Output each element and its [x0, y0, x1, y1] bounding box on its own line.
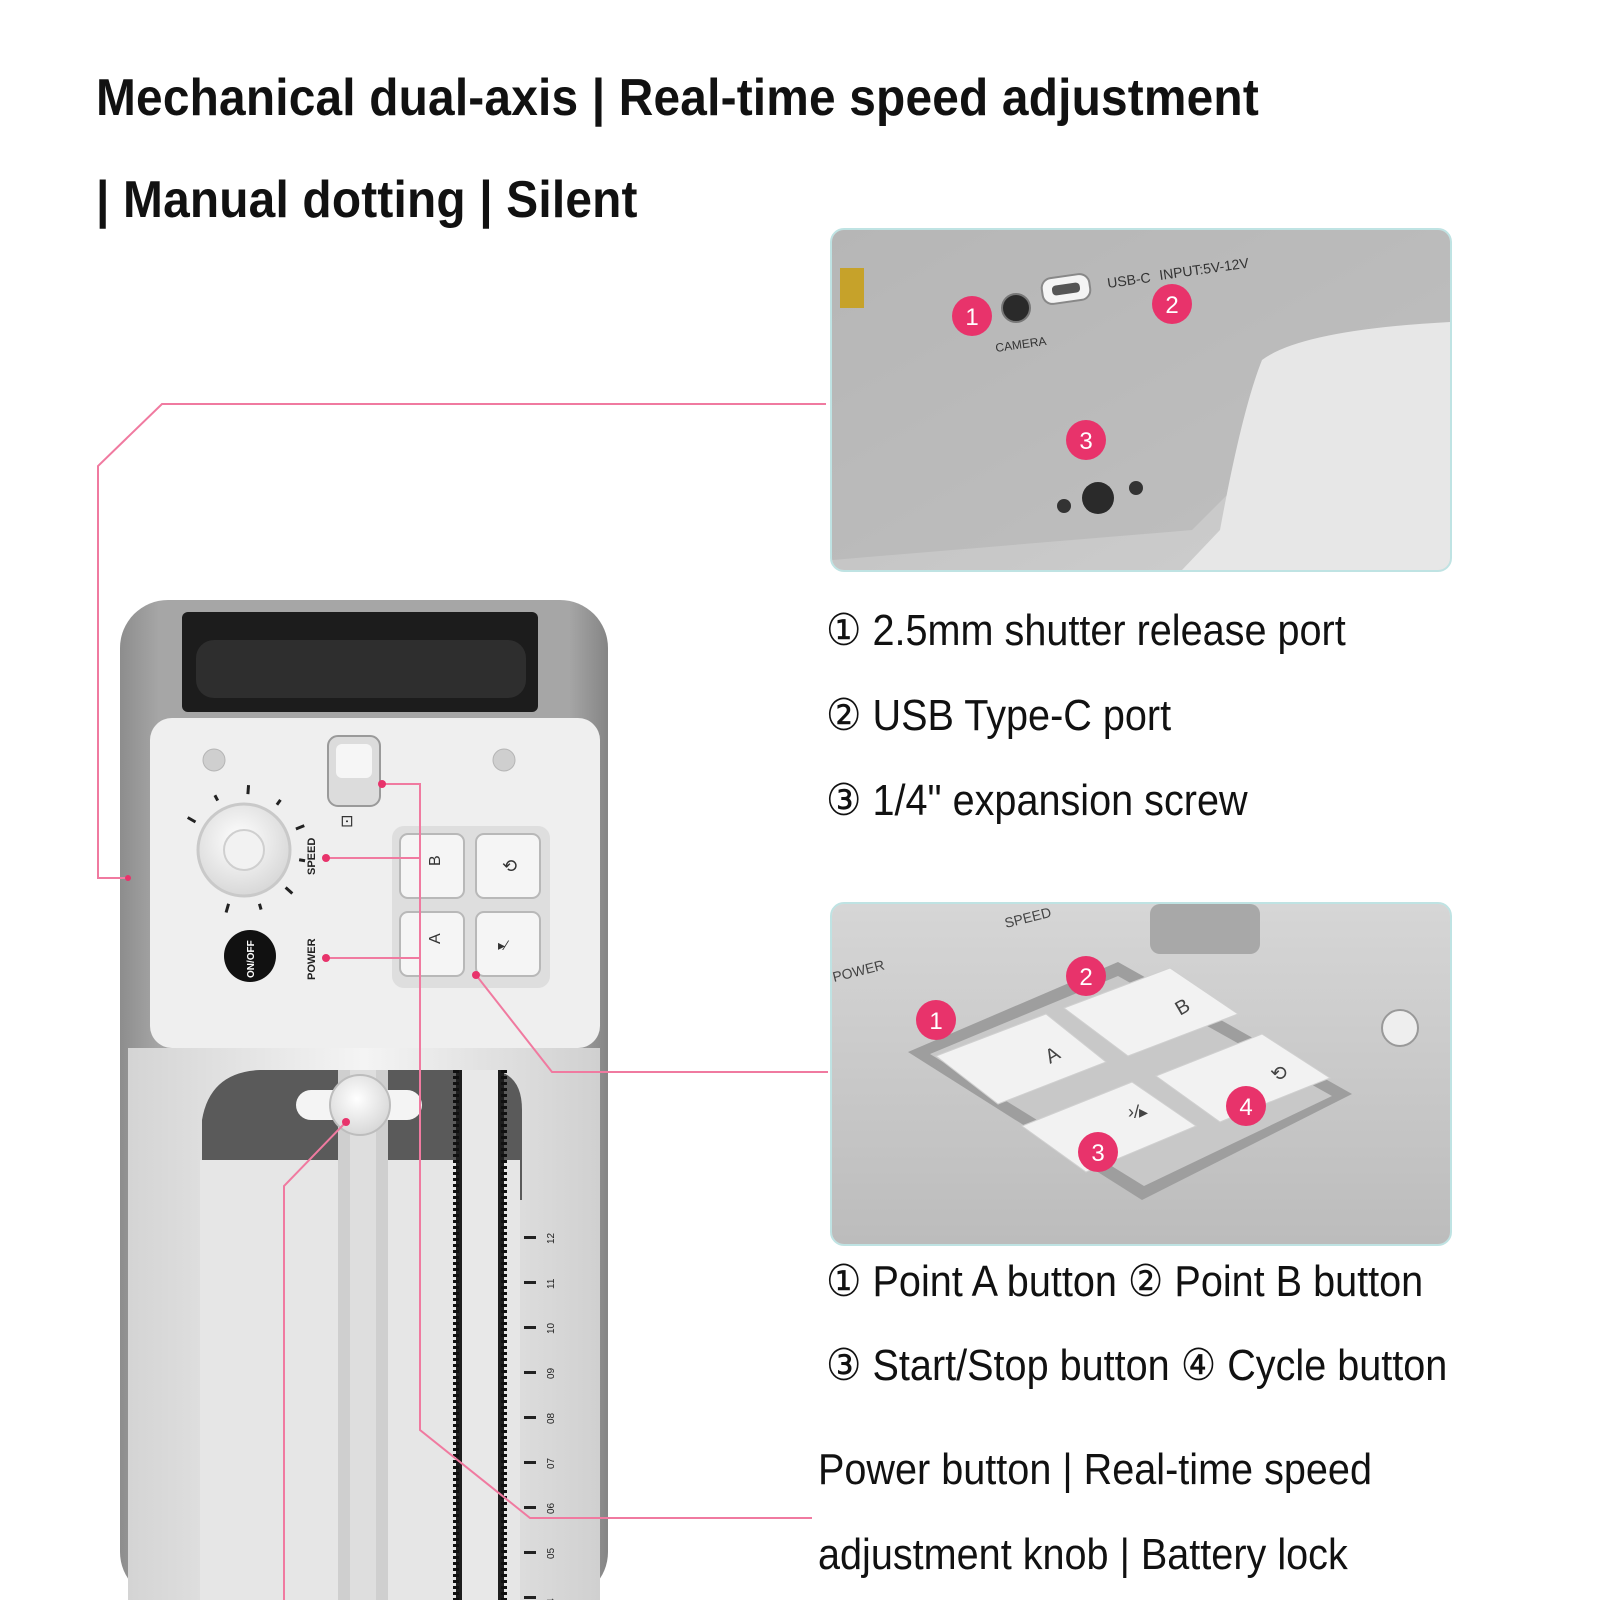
camera-port [1001, 293, 1031, 323]
scale-tick-label: 05 [546, 1547, 557, 1559]
scale-tick [524, 1416, 536, 1419]
marker-2: 2 [1152, 284, 1192, 324]
scale-tick [524, 1281, 536, 1284]
controls-caption-2: adjustment knob | Battery lock [818, 1530, 1348, 1579]
scale-tick [524, 1371, 536, 1374]
scale-tick-label: 07 [546, 1457, 557, 1469]
scale-tick-label: 10 [546, 1322, 557, 1334]
buttons-photo: SPEED POWER A B ›/▸ ⟲ 1 2 3 [830, 902, 1452, 1246]
marker-1: 1 [952, 296, 992, 336]
svg-text:4: 4 [1239, 1094, 1252, 1121]
svg-text:›/▸: ›/▸ [1128, 1102, 1148, 1122]
cycle-icon: ⟲ [502, 856, 517, 876]
buttons-line-1: ① Point A button ② Point B button [826, 1257, 1424, 1306]
ports-photo: USB-C INPUT:5V-12V CAMERA 1 2 3 [830, 228, 1452, 572]
scale-tick-label: 08 [546, 1412, 557, 1424]
marker-b4: 4 [1226, 1086, 1266, 1126]
svg-text:2: 2 [1165, 292, 1178, 319]
svg-text:1: 1 [965, 304, 978, 331]
scale-tick [524, 1461, 536, 1464]
screw-hole [1082, 482, 1114, 514]
scale-tick-label: 12 [546, 1232, 557, 1244]
photo-key-start-stop [1020, 1081, 1198, 1173]
marker-b3: 3 [1078, 1132, 1118, 1172]
power-button[interactable] [224, 930, 276, 982]
svg-text:2: 2 [1079, 964, 1092, 991]
svg-text:1: 1 [929, 1008, 942, 1035]
ports-item-1: ① 2.5mm shutter release port [826, 606, 1346, 655]
photo-key-cycle [1154, 1033, 1332, 1123]
photo-key-b: B [1062, 967, 1240, 1057]
marker-3: 3 [1066, 420, 1106, 460]
key-start-stop[interactable] [475, 911, 541, 977]
ports-item-2: ② USB Type-C port [826, 691, 1172, 740]
scale-tick-label: 06 [546, 1502, 557, 1514]
svg-text:⊡: ⊡ [339, 815, 356, 828]
buttons-line-2: ③ Start/Stop button ④ Cycle button [826, 1341, 1448, 1390]
power-label: POWER [306, 938, 318, 980]
speed-dial-tick [284, 886, 294, 895]
usb-c-label: USB-C [1106, 269, 1151, 291]
scale-tick [524, 1236, 536, 1239]
scale-tick [524, 1596, 536, 1599]
speed-dial-tick [246, 785, 251, 795]
key-b-label: B [427, 855, 444, 866]
marker-b2: 2 [1066, 956, 1106, 996]
ports-item-3: ③ 1/4" expansion screw [826, 776, 1248, 825]
svg-text:3: 3 [1079, 428, 1092, 455]
headline-line-1: Mechanical dual-axis | Real-time speed a… [96, 69, 1259, 127]
speed-dial-tick [224, 903, 231, 913]
marker-b1: 1 [916, 1000, 956, 1040]
slider-device: 12 11 10 09 08 07 06 05 4 ⊡ SPEED ON/OFF POWER B… [120, 600, 608, 1600]
speed-label: SPEED [306, 838, 318, 875]
speed-dial-tick [298, 858, 306, 863]
photo-key-a: A [934, 1013, 1107, 1105]
scale-tick [524, 1326, 536, 1329]
scale-tick-label: 11 [546, 1278, 557, 1289]
onoff-label: ON/OFF [246, 940, 257, 978]
key-a-label: A [427, 933, 444, 944]
svg-text:3: 3 [1091, 1140, 1104, 1167]
carriage-knob [329, 1074, 391, 1136]
scale-tick-label: 09 [546, 1367, 557, 1379]
speed-dial-tick [257, 903, 263, 911]
scale-tick [524, 1506, 536, 1509]
scale-tick [524, 1551, 536, 1554]
scale-tick-label: 4 [546, 1598, 557, 1600]
svg-text:⟲: ⟲ [1270, 1063, 1287, 1085]
headline-line-2: | Manual dotting | Silent [96, 171, 638, 229]
controls-caption-1: Power button | Real-time speed [818, 1445, 1372, 1494]
